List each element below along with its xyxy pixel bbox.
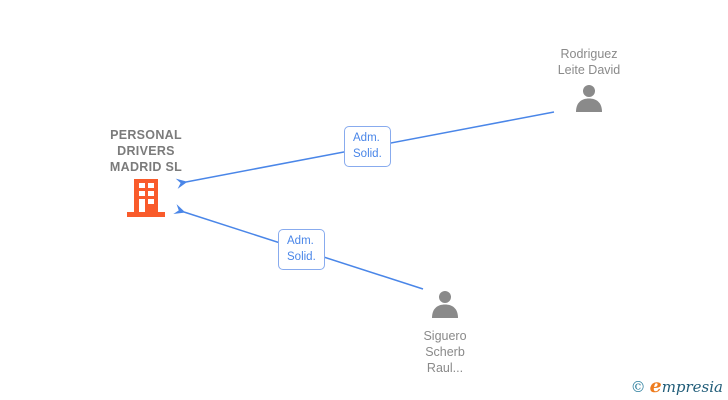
person-node-rodriguez-leite-david[interactable]: Rodriguez Leite David [534, 46, 644, 117]
empresia-watermark: ©empresia [631, 375, 723, 397]
edge-label-adm-solid-2: Adm. Solid. [278, 229, 325, 270]
edge-label-line: Adm. [353, 132, 380, 144]
company-node[interactable]: PERSONAL DRIVERS MADRID SL [91, 127, 201, 223]
company-name: PERSONAL DRIVERS MADRID SL [91, 127, 201, 175]
person-name-line: Leite David [557, 63, 621, 77]
company-name-line: PERSONAL [110, 128, 182, 142]
person-icon [576, 85, 602, 112]
person-name-line: Rodriguez [560, 47, 618, 61]
company-name-line: DRIVERS [117, 144, 175, 158]
company-name-line: MADRID SL [109, 160, 183, 174]
building-icon [127, 179, 165, 217]
person-name: Rodriguez Leite David [534, 46, 644, 78]
edge-label-line: Solid. [287, 251, 316, 263]
person-name-line: Raul... [426, 361, 464, 375]
copyright-icon: © [630, 378, 646, 396]
person-icon [432, 291, 458, 318]
brand-logo-text: mpresia [661, 378, 723, 396]
person-name-line: Scherb [425, 345, 465, 359]
edge-label-line: Adm. [287, 235, 314, 247]
edge-label-line: Solid. [353, 148, 382, 160]
person-node-siguero-scherb-raul[interactable]: Siguero Scherb Raul... [390, 290, 500, 376]
person-name: Siguero Scherb Raul... [390, 328, 500, 376]
brand-logo-e: e [649, 375, 662, 397]
edge-label-adm-solid-1: Adm. Solid. [344, 126, 391, 167]
person-name-line: Siguero [423, 329, 467, 343]
